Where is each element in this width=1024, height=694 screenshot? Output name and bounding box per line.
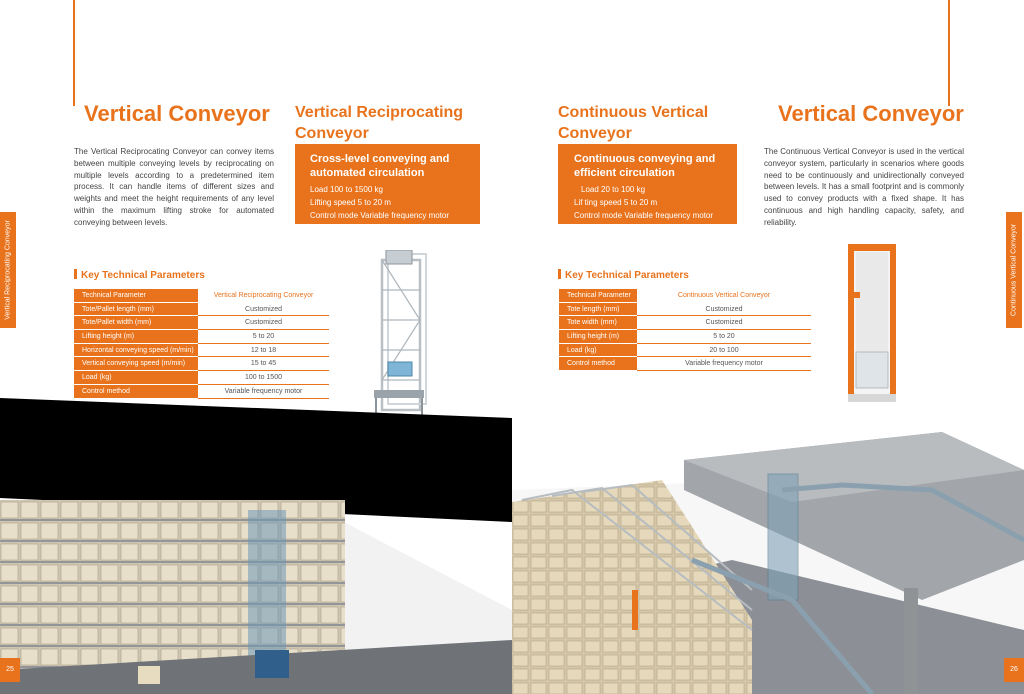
table-header-row: Technical Parameter Vertical Reciprocati… <box>74 289 329 303</box>
param-value: 12 to 18 <box>198 343 329 358</box>
param-name: Load (kg) <box>74 370 198 385</box>
param-value: Customized <box>637 315 811 331</box>
param-value: 20 to 100 <box>637 343 811 358</box>
table-header-cell: Technical Parameter <box>559 289 637 303</box>
right-params-heading: Key Technical Parameters <box>558 269 689 281</box>
left-feature-box: Cross-level conveying and automated circ… <box>295 144 480 224</box>
left-page-number: 25 <box>0 658 20 682</box>
left-accent-line <box>73 0 75 106</box>
right-side-tab-label: Continuous Vertical Conveyor <box>1010 223 1018 317</box>
param-value: Customized <box>637 302 811 317</box>
table-row: Tote/Pallet length (mm)Customized <box>74 302 329 317</box>
param-name: Tote width (mm) <box>559 315 637 331</box>
left-params-heading: Key Technical Parameters <box>74 269 205 281</box>
table-row: Tote/Pallet width (mm)Customized <box>74 315 329 331</box>
reciprocating-conveyor-illustration <box>374 250 427 418</box>
right-side-tab: Continuous Vertical Conveyor <box>1006 212 1022 328</box>
param-value: 100 to 1500 <box>198 370 329 385</box>
continuous-conveyor-illustration <box>848 244 896 402</box>
table-row: Vertical conveying speed (m/min)15 to 45 <box>74 356 329 372</box>
param-name: Control method <box>559 356 637 372</box>
param-value: 5 to 20 <box>198 329 329 344</box>
right-params-heading-text: Key Technical Parameters <box>565 270 689 281</box>
right-params-table: Technical Parameter Continuous Vertical … <box>559 289 811 372</box>
right-description: The Continuous Vertical Conveyor is used… <box>764 147 964 227</box>
right-feature-box: Continuous conveying and efficient circu… <box>558 144 737 224</box>
right-page-number: 26 <box>1004 658 1024 682</box>
right-feature-line: Control mode Variable frequency motor <box>574 211 714 220</box>
param-value: 15 to 45 <box>198 356 329 372</box>
right-subtitle: Continuous Vertical Conveyor <box>558 104 709 142</box>
table-row: Lifting height (m)5 to 20 <box>559 329 811 344</box>
param-name: Tote length (mm) <box>559 302 637 317</box>
param-name: Horizontal conveying speed (m/min) <box>74 343 198 358</box>
left-feature-line: Load 100 to 1500 kg <box>310 185 383 194</box>
right-feature-line: Load 20 to 100 kg <box>581 185 646 194</box>
left-params-table: Technical Parameter Vertical Reciprocati… <box>74 289 329 399</box>
table-header-cell: Continuous Vertical Conveyor <box>637 289 811 303</box>
param-name: Lifting height (m) <box>74 329 198 344</box>
table-row: Tote length (mm)Customized <box>559 302 811 317</box>
heading-marker <box>74 269 77 279</box>
table-row: Load (kg)100 to 1500 <box>74 370 329 385</box>
left-feature-heading: Cross-level conveying and automated circ… <box>310 153 450 179</box>
left-side-tab: Vertical Reciprocating Conveyor <box>0 212 16 328</box>
table-header-cell: Vertical Reciprocating Conveyor <box>198 289 329 303</box>
left-feature-line: Control mode Variable frequency motor <box>310 211 450 220</box>
right-accent-line <box>948 0 950 106</box>
left-description: The Vertical Reciprocating Conveyor can … <box>74 147 274 227</box>
param-name: Tote/Pallet width (mm) <box>74 315 198 331</box>
warehouse-racking-illustration <box>0 500 512 694</box>
left-page-title: Vertical Conveyor <box>84 101 270 126</box>
left-params-heading-text: Key Technical Parameters <box>81 270 205 281</box>
left-feature-line: Lifting speed 5 to 20 m <box>310 198 391 207</box>
table-header-row: Technical Parameter Continuous Vertical … <box>559 289 811 303</box>
left-side-tab-label: Vertical Reciprocating Conveyor <box>4 220 12 320</box>
param-value: Variable frequency motor <box>637 356 811 372</box>
right-feature-line: Lif ting speed 5 to 20 m <box>574 198 658 207</box>
black-band <box>0 398 512 522</box>
table-row: Tote width (mm)Customized <box>559 315 811 331</box>
param-name: Lifting height (m) <box>559 329 637 344</box>
param-name: Tote/Pallet length (mm) <box>74 302 198 317</box>
right-feature-heading: Continuous conveying and efficient circu… <box>574 153 716 179</box>
param-value: Variable frequency motor <box>198 384 329 399</box>
param-name: Vertical conveying speed (m/min) <box>74 356 198 372</box>
mezzanine-conveyor-illustration <box>512 432 1024 694</box>
right-page-title: Vertical Conveyor <box>778 101 964 126</box>
param-value: Customized <box>198 315 329 331</box>
table-header-cell: Technical Parameter <box>74 289 198 303</box>
table-row: Horizontal conveying speed (m/min)12 to … <box>74 343 329 358</box>
table-row: Lifting height (m)5 to 20 <box>74 329 329 344</box>
param-value: Customized <box>198 302 329 317</box>
param-name: Load (kg) <box>559 343 637 358</box>
left-subtitle: Vertical Reciprocating Conveyor <box>295 104 464 142</box>
heading-marker <box>558 269 561 279</box>
param-value: 5 to 20 <box>637 329 811 344</box>
param-name: Control method <box>74 384 198 399</box>
table-row: Load (kg)20 to 100 <box>559 343 811 358</box>
